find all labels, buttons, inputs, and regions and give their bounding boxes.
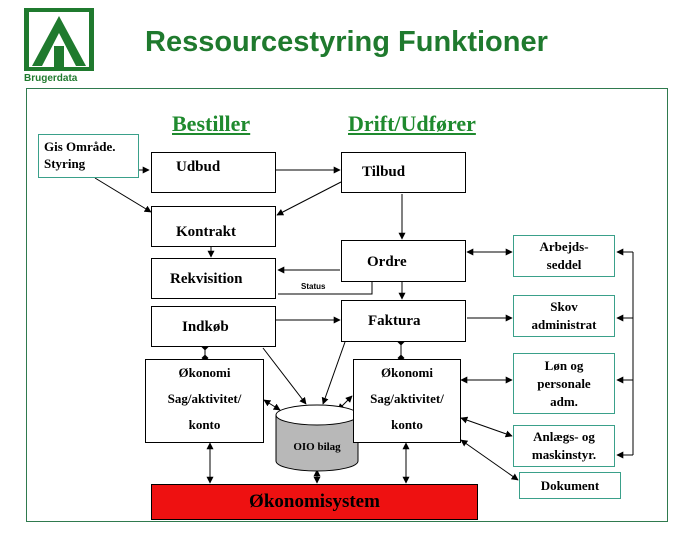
okonomi-left-line-2: Sag/aktivitet/ [167,391,242,406]
dokument-label: Dokument [540,477,600,493]
anlaegs-maskinstyr-box: Anlægs- og maskinstyr. [513,425,615,467]
skov-line-1: Skov [550,299,578,314]
lon-line-1: Løn og [544,357,584,373]
skov-administrat-box: Skov administrat [513,295,615,337]
tilbud-box: Tilbud [341,152,466,193]
brugerdata-logo [24,8,94,71]
okonomi-left-box: Økonomi Sag/aktivitet/ konto [145,359,264,443]
indkob-box: Indkøb [151,306,276,347]
okonomi-left-line-3: konto [188,417,221,432]
tilbud-label: Tilbud [362,164,406,180]
ordre-box: Ordre [341,240,466,282]
diagram-frame [26,88,668,522]
status-label: Status [301,282,326,291]
faktura-label: Faktura [368,313,421,329]
lon-line-2: personale [537,375,591,391]
dokument-box: Dokument [519,472,621,499]
skov-line-2: administrat [531,317,597,332]
udbud-box: Udbud [151,152,276,193]
okonomi-right-box: Økonomi Sag/aktivitet/ konto [353,359,461,443]
arbejdsseddel-line-2: seddel [546,257,582,272]
okonomisystem-box: Økonomisystem [151,484,478,520]
arbejdsseddel-box: Arbejds- seddel [513,235,615,277]
rekvisition-label: Rekvisition [170,271,243,287]
arbejdsseddel-line-1: Arbejds- [539,239,589,254]
faktura-box: Faktura [341,300,466,342]
logo-caption: Brugerdata [24,73,78,84]
gis-line-1: Gis Område. [44,139,116,154]
anlaeg-line-2: maskinstyr. [531,447,597,462]
page-title: Ressourcestyring Funktioner [145,26,548,58]
lon-line-3: adm. [550,393,578,409]
udbud-label: Udbud [176,159,221,175]
gis-omraade-box: Gis Område. Styring [38,134,139,178]
heading-bestiller: Bestiller [172,111,251,136]
lon-personale-box: Løn og personale adm. [513,353,615,414]
gis-line-2: Styring [44,156,86,171]
okonomi-right-line-1: Økonomi [380,365,433,380]
kontrakt-box: Kontrakt [151,206,276,247]
okonomi-right-line-3: konto [391,417,423,432]
oio-cylinder [275,404,359,472]
okonomi-left-line-1: Økonomi [178,365,231,380]
kontrakt-label: Kontrakt [176,224,236,240]
indkob-label: Indkøb [182,319,229,335]
anlaeg-line-1: Anlægs- og [533,429,595,444]
ordre-label: Ordre [367,254,407,270]
oio-bilag-label: OIO bilag [293,441,341,453]
okonomi-right-line-2: Sag/aktivitet/ [370,391,444,406]
heading-drift-udforer: Drift/Udfører [348,111,476,136]
rekvisition-box: Rekvisition [151,258,276,299]
